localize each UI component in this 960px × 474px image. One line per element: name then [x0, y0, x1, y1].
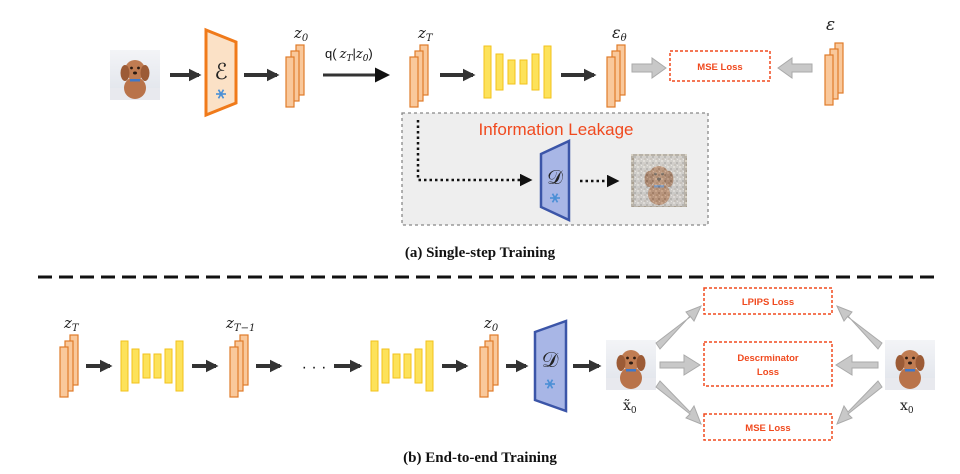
zT-label: zT: [417, 24, 434, 44]
latent-zT-stack-b: [59, 334, 79, 398]
noisy-dog-photo-icon: [634, 156, 684, 206]
eps-theta-label: εθ: [612, 23, 627, 44]
latent-zT-stack: [409, 44, 429, 108]
latent-z0-stack: [285, 44, 305, 108]
lpips-loss-label: LPIPS Loss: [742, 297, 794, 308]
xhat0-label: x̃0: [623, 398, 637, 416]
grey-arrows-left: [655, 305, 702, 425]
decoder-symbol-b: 𝒟: [542, 348, 559, 372]
dog-photo-icon: [606, 340, 656, 390]
forward-process-label: q(zT|z0): [325, 46, 373, 64]
noisy-output-image: [631, 154, 687, 207]
mse-loss-label-top: MSE Loss: [697, 62, 742, 73]
dog-photo-icon: [110, 50, 160, 100]
single-step-section: ℰ z0 q(zT|z0) zT: [110, 15, 844, 261]
decoder-symbol-top: 𝒟: [547, 165, 563, 189]
unet-block-b1: [120, 340, 184, 392]
mse-loss-label-b: MSE Loss: [745, 423, 790, 434]
eps-label: ε: [826, 15, 835, 35]
z0-label: z0: [293, 24, 309, 44]
mse-loss-box-top: [669, 50, 771, 82]
zT1-label: zT−1: [225, 314, 255, 334]
unet-block: [483, 45, 552, 99]
information-leakage-panel: Information Leakage 𝒟: [401, 112, 709, 226]
z0-label-b: z0: [483, 314, 499, 334]
caption-b: (b) End-to-end Training: [403, 450, 557, 466]
mse-loss-box-b: [703, 413, 833, 441]
reconstructed-image: [606, 340, 656, 390]
information-leakage-title: Information Leakage: [479, 120, 634, 139]
zT-label-b: zT: [63, 314, 80, 334]
discriminator-loss-label-2: Loss: [757, 367, 779, 378]
ground-truth-image: [885, 340, 935, 390]
latent-zT1-stack: [229, 334, 249, 398]
x0-label: x0: [900, 398, 914, 416]
eps-stack: [824, 42, 844, 106]
decoder-block-top: [539, 139, 571, 222]
grey-arrow-to-mse: [631, 57, 667, 79]
grey-arrow-from-eps: [777, 57, 813, 79]
end-to-end-section: zT zT−1 · · ·: [59, 287, 935, 466]
discriminator-loss-label-1: Descrminator: [737, 353, 799, 364]
grey-arrows-right: [835, 305, 883, 425]
decoder-block-b: 𝒟: [533, 319, 568, 413]
encoder-symbol: ℰ: [214, 60, 227, 85]
dog-photo-icon: [885, 340, 935, 390]
latent-z0-stack-b: [479, 334, 499, 398]
unet-block-b2: [370, 340, 434, 392]
input-image: [110, 50, 160, 100]
discriminator-loss-box: [703, 341, 833, 387]
ellipsis-dots: · · ·: [302, 359, 327, 376]
encoder-block: ℰ: [204, 27, 238, 118]
caption-a: (a) Single-step Training: [405, 245, 556, 261]
eps-theta-stack: [606, 44, 626, 108]
lpips-loss-box: [703, 287, 833, 315]
